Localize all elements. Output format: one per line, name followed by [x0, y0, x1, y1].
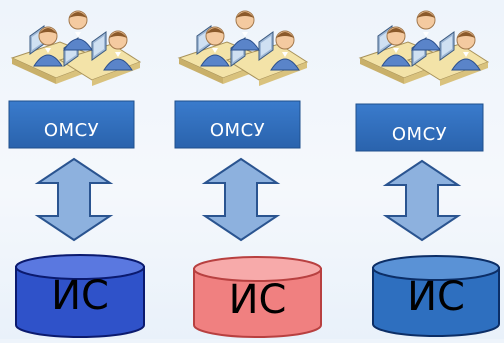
- is-label-2: ИС: [228, 277, 287, 323]
- users-icon-1: [10, 10, 142, 86]
- omsu-label-1: ОМСУ: [43, 120, 100, 141]
- database-icon-1: [15, 254, 145, 338]
- is-label-1: ИС: [51, 273, 109, 319]
- omsu-label-2: ОМСУ: [209, 120, 266, 141]
- omsu-box-2: [174, 100, 301, 149]
- omsu-box-1: [8, 100, 135, 149]
- is-label-3: ИС: [407, 274, 465, 320]
- double-arrow-icon-1: [34, 157, 114, 242]
- double-arrow-icon-2: [201, 157, 281, 242]
- omsu-label-3: ОМСУ: [391, 124, 448, 145]
- database-icon-3: [372, 255, 500, 337]
- database-icon-2: [193, 256, 322, 338]
- users-icon-2: [177, 10, 309, 86]
- double-arrow-icon-3: [382, 159, 462, 242]
- users-icon-3: [358, 10, 490, 86]
- omsu-box-3: [355, 103, 484, 152]
